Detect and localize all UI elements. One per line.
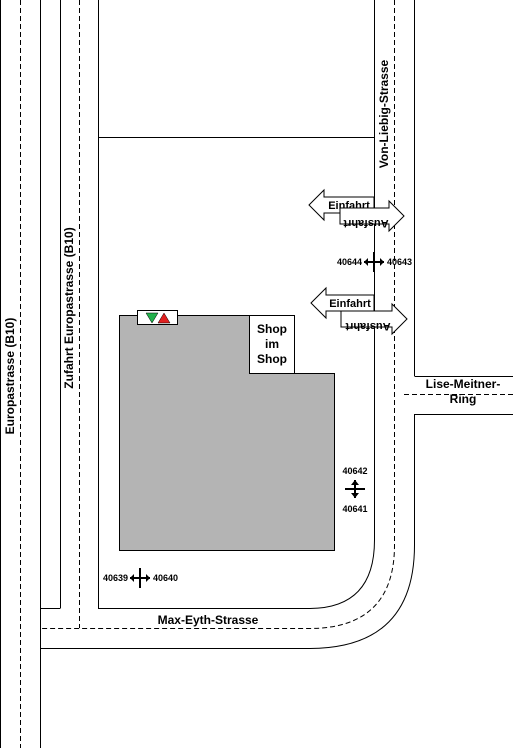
upper-ausfahrt-arrow-icon <box>339 199 405 233</box>
marker-label-40642: 40642 <box>342 466 367 476</box>
europastrasse-road <box>0 0 41 748</box>
marker-cross-bottom-icon <box>130 568 150 588</box>
building <box>119 315 335 551</box>
shop-label-line1: Shop <box>257 322 287 336</box>
street-label-lise-meitner-1: Lise-Meitner- <box>426 377 501 391</box>
street-label-max-eyth: Max-Eyth-Strasse <box>158 613 259 627</box>
marker-label-40639: 40639 <box>103 573 128 583</box>
marker-label-40640: 40640 <box>153 573 178 583</box>
shop-im-shop-box <box>249 315 295 374</box>
von-liebig-max-eyth-road <box>40 0 513 649</box>
shop-label-line2: im <box>265 337 279 351</box>
marker-cross-icon <box>364 252 384 272</box>
lower-entrance: Einfahrt Ausfahrt <box>310 286 408 336</box>
green-triangle-icon <box>145 312 159 324</box>
red-triangle-icon <box>157 312 171 324</box>
upper-entrance: Einfahrt Ausfahrt <box>308 188 405 233</box>
shop-label-line3: Shop <box>257 352 287 366</box>
lower-einfahrt-label: Einfahrt <box>329 298 371 310</box>
marker-label-40643: 40643 <box>387 257 412 267</box>
marker-label-40644: 40644 <box>337 257 362 267</box>
zufahrt-road <box>40 0 99 628</box>
street-label-von-liebig: Von-Liebig-Strasse <box>377 59 391 168</box>
street-label-lise-meitner-2: Ring <box>450 392 477 406</box>
status-indicator <box>137 310 178 325</box>
marker-vertical-icon <box>345 480 365 498</box>
upper-ausfahrt-label: Ausfahrt <box>343 217 389 229</box>
street-label-europastrasse: Europastrasse (B10) <box>3 318 17 435</box>
lower-ausfahrt-label: Ausfahrt <box>345 320 391 332</box>
marker-label-40641: 40641 <box>342 504 367 514</box>
lower-ausfahrt-arrow-icon <box>340 302 408 336</box>
street-label-zufahrt: Zufahrt Europastrasse (B10) <box>62 227 76 388</box>
